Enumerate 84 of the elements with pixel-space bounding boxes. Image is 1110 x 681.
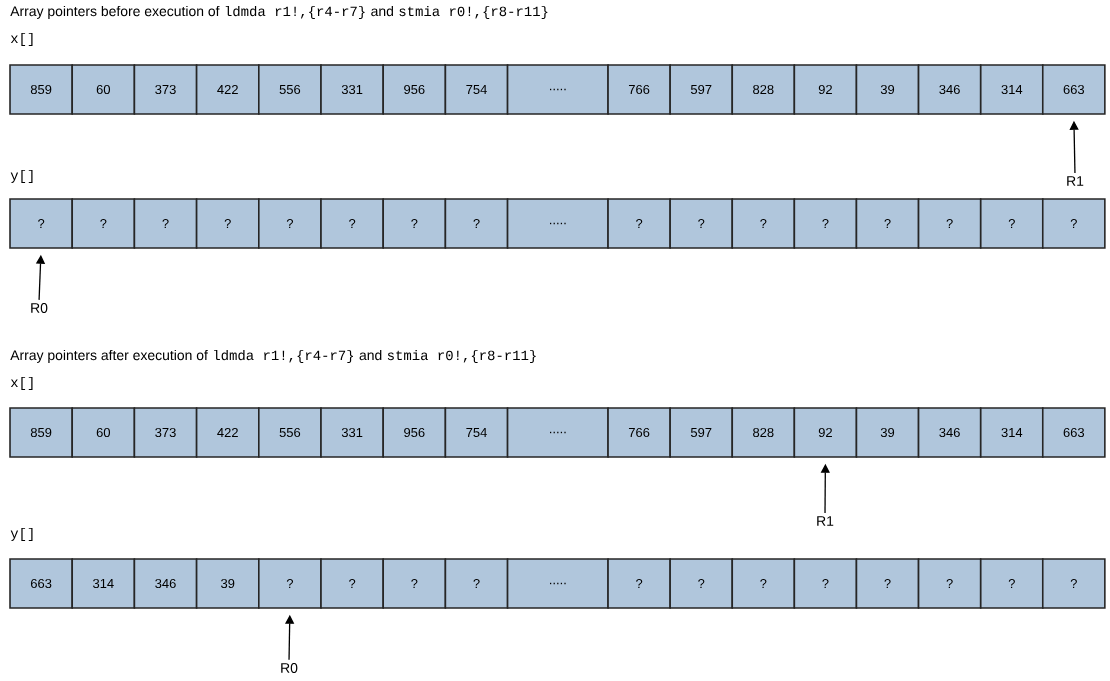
array-cell: ?	[382, 558, 447, 609]
array-cell: 373	[133, 64, 198, 115]
array-cell: 39	[855, 407, 920, 458]
array-cell: 663	[1041, 407, 1106, 458]
array-cell: 373	[133, 407, 198, 458]
pointer-label: R1	[1067, 176, 1084, 186]
array-label: y[]	[10, 527, 33, 541]
array-cell: ?	[9, 198, 73, 249]
array-cell: ?	[669, 198, 734, 249]
pointer-label: R0	[31, 303, 48, 313]
array-cell: 663	[1041, 64, 1106, 115]
heading-text: and	[371, 5, 393, 17]
array-cell: 331	[320, 407, 384, 458]
pointer-label: R0	[281, 663, 298, 673]
array-cell: 346	[917, 407, 982, 458]
array-cell: 39	[855, 64, 920, 115]
array-cell: ?	[855, 198, 920, 249]
array-cell: ?	[607, 558, 671, 609]
array-cell: 766	[607, 407, 671, 458]
pointer-label: R1	[817, 516, 834, 526]
array-cell: 556	[258, 407, 322, 458]
array-cell: 828	[731, 407, 796, 458]
array-cell: ?	[855, 558, 920, 609]
array-cell: ?	[195, 198, 260, 249]
array-cell: ?	[979, 198, 1044, 249]
code-text: ldmda r1!,{r4-r7}	[214, 349, 353, 363]
array-label: x[]	[10, 376, 33, 390]
array-cell: .....	[506, 64, 609, 115]
array-cell: 314	[979, 407, 1044, 458]
array-cell: ?	[444, 198, 509, 249]
array-cell: ?	[607, 198, 671, 249]
array-cell: 422	[195, 64, 260, 115]
array-cell: 422	[195, 407, 260, 458]
array-cell: 663	[9, 558, 73, 609]
heading-text: Array pointers before execution of	[10, 5, 220, 19]
code-text: stmia r0!,{r8-r11}	[399, 5, 548, 19]
heading-text: Array pointers after execution of	[10, 349, 208, 363]
array-cell: ?	[917, 558, 982, 609]
array-cell: 346	[917, 64, 982, 115]
array-cell: 859	[9, 64, 73, 115]
array-cell: 60	[71, 407, 136, 458]
array-cell: 754	[444, 64, 509, 115]
array-cell: .....	[506, 558, 609, 609]
heading-text: and	[359, 349, 382, 361]
code-text: ldmda r1!,{r4-r7}	[225, 5, 365, 19]
array-cell: ?	[320, 558, 384, 609]
array-cell: 597	[669, 407, 734, 458]
array-cell: 859	[9, 407, 73, 458]
array-cell: ?	[793, 558, 858, 609]
array-cell: ?	[444, 558, 509, 609]
array-cell: .....	[506, 407, 609, 458]
array-cell: 556	[258, 64, 322, 115]
array-cell: ?	[133, 198, 198, 249]
array-cell: 346	[133, 558, 198, 609]
array-label: x[]	[10, 32, 33, 46]
array-cell: ?	[731, 198, 796, 249]
array-cell: 331	[320, 64, 384, 115]
array-cell: ?	[258, 198, 322, 249]
code-text: stmia r0!,{r8-r11}	[387, 349, 536, 363]
array-cell: ?	[382, 198, 447, 249]
array-cell: 60	[71, 64, 136, 115]
array-cell: ?	[71, 198, 136, 249]
array-cell: 92	[793, 407, 858, 458]
array-cell: 754	[444, 407, 509, 458]
array-cell: ?	[669, 558, 734, 609]
array-cell: 956	[382, 407, 447, 458]
array-cell: 956	[382, 64, 447, 115]
array-cell: ?	[1041, 198, 1106, 249]
array-cell: ?	[793, 198, 858, 249]
array-cell: ?	[917, 198, 982, 249]
array-cell: ?	[320, 198, 384, 249]
array-cell: 828	[731, 64, 796, 115]
array-label: y[]	[10, 169, 33, 183]
array-cell: 766	[607, 64, 671, 115]
array-cell: 314	[71, 558, 136, 609]
array-cell: ?	[731, 558, 796, 609]
array-cell: ?	[1041, 558, 1106, 609]
array-cell: 92	[793, 64, 858, 115]
array-cell: 597	[669, 64, 734, 115]
array-cell: .....	[506, 198, 609, 249]
array-cell: ?	[979, 558, 1044, 609]
array-cell: ?	[258, 558, 322, 609]
array-cell: 39	[195, 558, 260, 609]
array-cell: 314	[979, 64, 1044, 115]
